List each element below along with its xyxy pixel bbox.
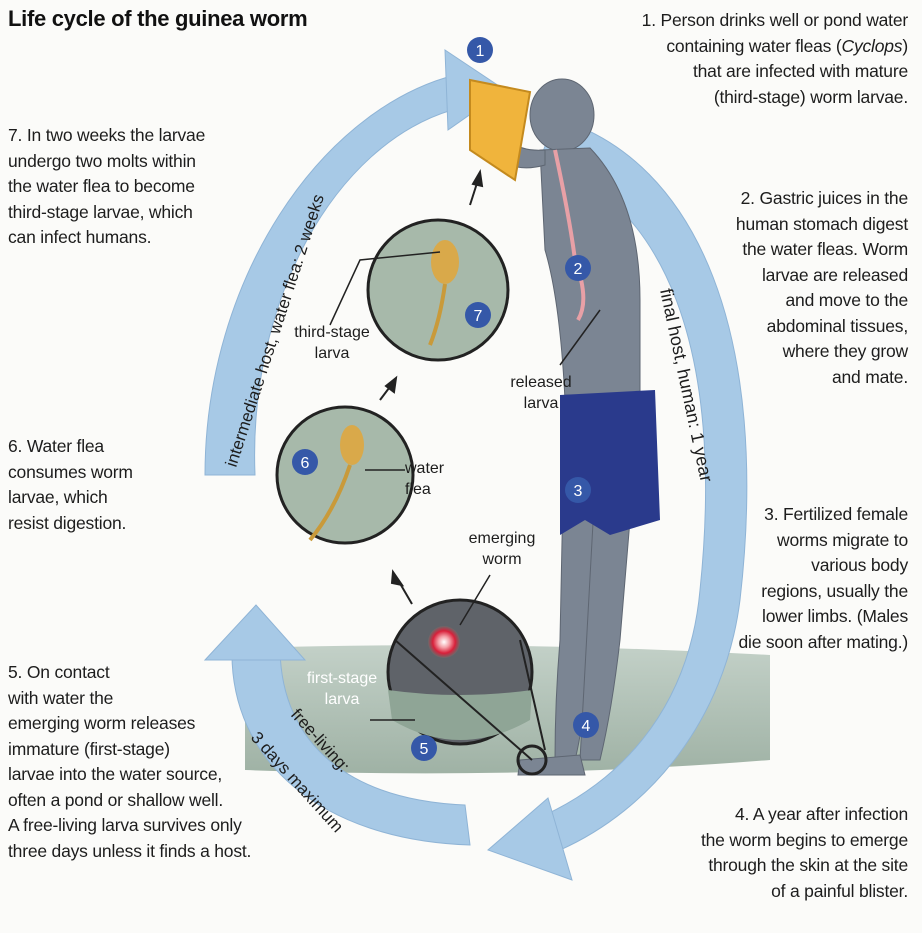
number-7: 7 (474, 308, 483, 325)
step-7-text: 7. In two weeks the larvae undergo two m… (8, 123, 205, 251)
number-badge-5: 5 (411, 735, 437, 761)
callout-first-stage-larva: first-stage larva (292, 668, 392, 710)
number-badge-7: 7 (465, 302, 491, 328)
step-1-line: 1. Person drinks well or pond water (642, 8, 908, 34)
number-badge-3: 3 (565, 477, 591, 503)
arrow-head-left (205, 605, 305, 660)
number-5: 5 (420, 741, 429, 758)
callout-water-flea: water flea (405, 458, 465, 500)
step-1-line: that are infected with mature (642, 59, 908, 85)
number-6: 6 (301, 455, 310, 472)
number-4: 4 (582, 718, 591, 735)
step-3-text: 3. Fertilized female worms migrate to va… (738, 502, 908, 655)
number-badge-1: 1 (467, 37, 493, 63)
diagram-title: Life cycle of the guinea worm (8, 6, 307, 32)
callout-emerging-worm: emerging worm (452, 528, 552, 570)
number-badge-4: 4 (573, 712, 599, 738)
step-1-text: 1. Person drinks well or pond water cont… (642, 8, 908, 110)
circle-5 (388, 600, 532, 744)
number-badge-6: 6 (292, 449, 318, 475)
circle-7 (368, 220, 508, 360)
callout-released-larva: released larva (496, 372, 586, 414)
number-3: 3 (574, 483, 583, 500)
step-2-text: 2. Gastric juices in the human stomach d… (736, 186, 908, 390)
step-6-text: 6. Water flea consumes worm larvae, whic… (8, 434, 133, 536)
number-2: 2 (574, 261, 583, 278)
step-5-text: 5. On contact with water the emerging wo… (8, 660, 251, 864)
step-1-line: containing water fleas (Cyclops) (642, 34, 908, 60)
number-1: 1 (476, 43, 485, 60)
step-4-text: 4. A year after infection the worm begin… (701, 802, 908, 904)
number-badge-2: 2 (565, 255, 591, 281)
callout-third-stage-larva: third-stage larva (282, 322, 382, 364)
step-1-line: (third-stage) worm larvae. (642, 85, 908, 111)
circle-6 (277, 407, 413, 543)
